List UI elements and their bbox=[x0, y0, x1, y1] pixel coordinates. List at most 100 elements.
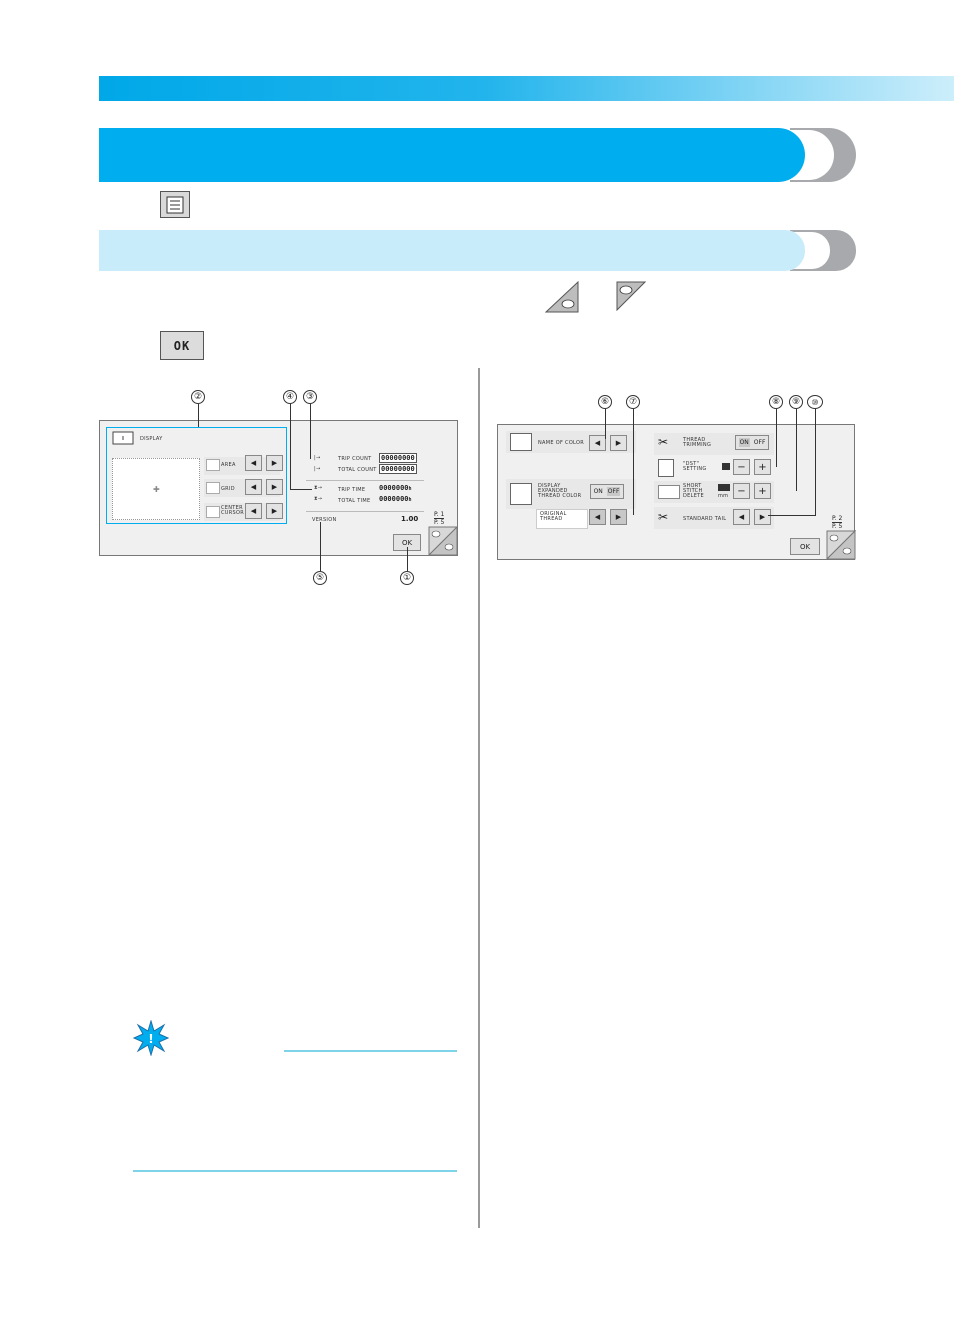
version-value: 1.00 bbox=[401, 515, 419, 523]
callout-7: ⑦ bbox=[626, 395, 640, 409]
area-swatch bbox=[206, 459, 220, 471]
total-time-digits: 0000000 bbox=[379, 495, 409, 503]
callout-8-leader bbox=[776, 409, 777, 467]
dst-plus-button[interactable]: + bbox=[754, 459, 771, 475]
display-expanded-line2: EXPANDED bbox=[538, 488, 568, 494]
thread-trimming-line1: THREAD bbox=[683, 437, 706, 443]
callout-7-leader bbox=[633, 409, 634, 515]
trip-time-label: TRIP TIME bbox=[338, 487, 366, 493]
tail-left-button[interactable]: ◀ bbox=[733, 509, 750, 525]
display-icon bbox=[112, 431, 134, 445]
ok-key-button[interactable]: OK bbox=[160, 331, 204, 360]
short-stitch-value bbox=[718, 484, 730, 491]
short-stitch-line2: STITCH bbox=[683, 488, 703, 494]
page-current-2: P. 2 bbox=[832, 515, 843, 523]
thread-trimming-off[interactable]: OFF bbox=[753, 439, 766, 446]
area-right-button[interactable]: ▶ bbox=[266, 455, 283, 471]
version-label: VERSION bbox=[312, 517, 337, 523]
next-page-key-icon[interactable] bbox=[616, 281, 646, 311]
settings-screen-page-2: NAME OF COLOR ◀ ▶ DISPLAY EXPANDED THREA… bbox=[497, 424, 856, 560]
display-expanded-line3: THREAD COLOR bbox=[538, 493, 582, 499]
name-of-color-icon bbox=[510, 433, 532, 451]
center-cursor-label-line2: CURSOR bbox=[221, 510, 245, 516]
thread-spool-icon bbox=[510, 483, 532, 505]
original-thread-row bbox=[536, 509, 588, 529]
display-expanded-on[interactable]: ON bbox=[593, 488, 603, 495]
short-stitch-icon bbox=[658, 485, 680, 499]
needle-total-icon: |→ bbox=[314, 466, 321, 472]
short-stitch-line1: SHORT bbox=[683, 483, 702, 489]
callout-4: ④ bbox=[283, 390, 297, 404]
center-cursor-right-button[interactable]: ▶ bbox=[266, 503, 283, 519]
hourglass-icon: ⧗→ bbox=[314, 485, 323, 491]
callout-9: ⑨ bbox=[789, 395, 803, 409]
callout-8: ⑧ bbox=[769, 395, 783, 409]
display-expanded-toggle[interactable]: ON OFF bbox=[590, 484, 624, 499]
original-thread-left-button[interactable]: ◀ bbox=[589, 509, 606, 525]
display-preview: ✚ bbox=[112, 458, 200, 520]
callout-1: ① bbox=[400, 571, 414, 585]
name-of-color-right-button[interactable]: ▶ bbox=[610, 435, 627, 451]
center-cursor-mark: ✚ bbox=[153, 485, 160, 494]
dst-setting-label: "DST" SETTING bbox=[683, 462, 707, 472]
tail-scissors-icon: ✂ bbox=[658, 510, 669, 524]
original-thread-right-button[interactable]: ▶ bbox=[610, 509, 627, 525]
total-time-label: TOTAL TIME bbox=[338, 498, 371, 504]
short-stitch-unit: mm bbox=[718, 493, 729, 499]
callout-9-leader bbox=[796, 409, 797, 491]
needle-icon: |→ bbox=[314, 455, 321, 461]
area-left-button[interactable]: ◀ bbox=[245, 455, 262, 471]
separator-2 bbox=[306, 511, 424, 512]
page-turn-key-icon-2[interactable] bbox=[826, 530, 856, 560]
grid-label: GRID bbox=[221, 486, 235, 492]
previous-page-key-icon[interactable] bbox=[545, 281, 579, 313]
original-thread-line2: THREAD bbox=[540, 516, 563, 522]
display-expanded-label: DISPLAY EXPANDED THREAD COLOR bbox=[538, 484, 581, 499]
hourglass-total-icon: ⧗→ bbox=[314, 496, 323, 502]
ok-button-2[interactable]: OK bbox=[790, 538, 820, 555]
original-thread-label: ORIGINAL THREAD bbox=[540, 512, 567, 522]
grid-left-button[interactable]: ◀ bbox=[245, 479, 262, 495]
settings-screen-page-1: DISPLAY ✚ AREA ◀ ▶ GRID ◀ ▶ CENTER CURSO… bbox=[99, 420, 458, 556]
short-stitch-minus-button[interactable]: − bbox=[733, 483, 750, 499]
total-time-value: 0000000h bbox=[379, 495, 412, 503]
page-turn-key-icon[interactable] bbox=[428, 526, 458, 556]
name-of-color-label: NAME OF COLOR bbox=[538, 440, 584, 446]
settings-key-icon[interactable] bbox=[160, 191, 190, 218]
total-count-value: 00000000 bbox=[379, 464, 417, 474]
grid-right-button[interactable]: ▶ bbox=[266, 479, 283, 495]
thread-trimming-on[interactable]: ON bbox=[738, 438, 750, 447]
column-divider bbox=[478, 368, 480, 1228]
callout-6-leader bbox=[605, 409, 606, 439]
display-group-outline bbox=[106, 427, 287, 524]
dst-file-icon bbox=[658, 459, 674, 477]
center-cursor-left-button[interactable]: ◀ bbox=[245, 503, 262, 519]
separator bbox=[306, 480, 424, 481]
header-gradient-bar bbox=[99, 76, 954, 101]
trip-time-digits: 0000000 bbox=[379, 484, 409, 492]
svg-text:!: ! bbox=[148, 1032, 153, 1046]
tail-right-button[interactable]: ▶ bbox=[754, 509, 771, 525]
area-label: AREA bbox=[221, 462, 236, 468]
original-thread-line1: ORIGINAL bbox=[540, 511, 567, 517]
note-top-rule bbox=[284, 1050, 457, 1052]
name-of-color-left-button[interactable]: ◀ bbox=[589, 435, 606, 451]
total-time-unit: h bbox=[408, 497, 412, 503]
subtitle-band bbox=[99, 230, 805, 271]
note-starburst-icon: ! bbox=[133, 1020, 169, 1056]
title-band bbox=[99, 128, 805, 182]
note-bottom-rule bbox=[133, 1170, 457, 1172]
display-expanded-off[interactable]: OFF bbox=[606, 487, 621, 496]
callout-4-leader bbox=[290, 404, 291, 490]
page-total: P. 5 bbox=[434, 519, 445, 526]
callout-10: ⑩ bbox=[807, 395, 823, 409]
trip-time-unit: h bbox=[408, 486, 412, 492]
callout-2-leader bbox=[198, 404, 199, 427]
short-stitch-plus-button[interactable]: + bbox=[754, 483, 771, 499]
callout-10-leader-h bbox=[768, 515, 815, 516]
page-indicator: P. 1 P. 5 bbox=[434, 511, 445, 526]
callout-10-leader bbox=[815, 409, 816, 516]
page-total-2: P. 5 bbox=[832, 523, 843, 530]
dst-minus-button[interactable]: − bbox=[733, 459, 750, 475]
thread-trimming-toggle[interactable]: ON OFF bbox=[735, 435, 769, 450]
